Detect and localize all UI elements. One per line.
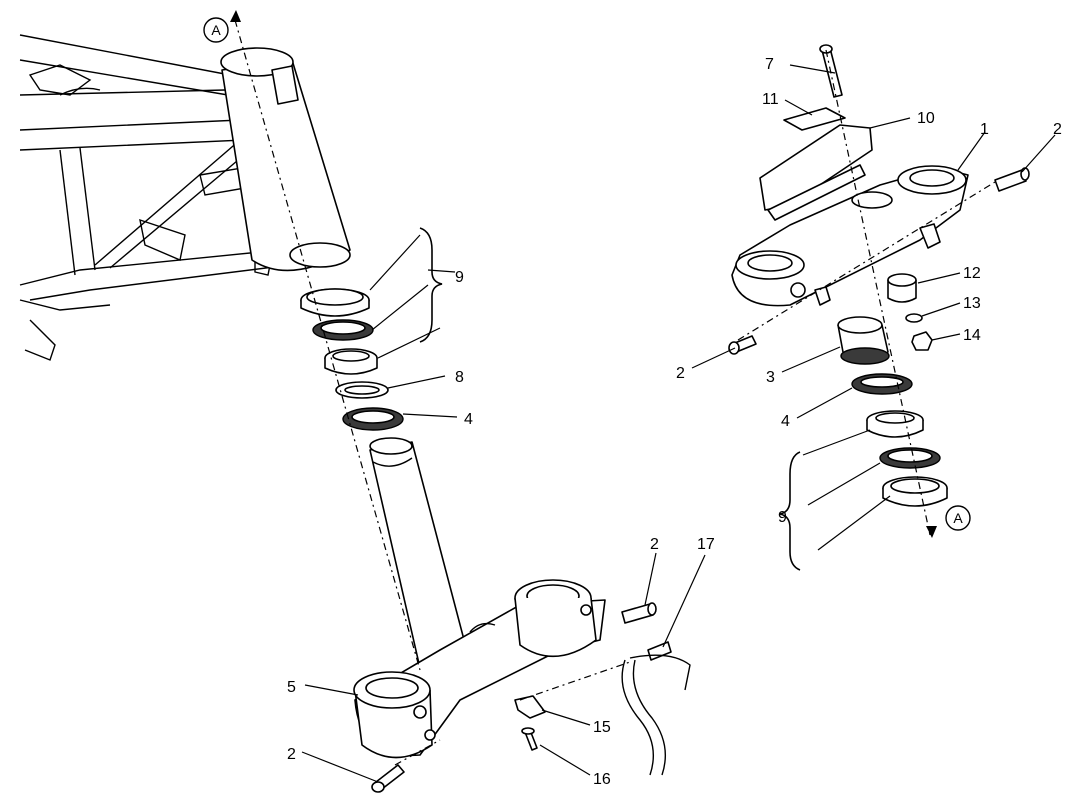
callout-9-left: 9 — [455, 269, 464, 286]
upper-yoke-assembly — [728, 44, 1030, 365]
lower-hardware — [371, 602, 691, 793]
arrow-down-icon — [926, 526, 937, 538]
reference-marker-top: A — [203, 17, 229, 43]
axis-line-left — [234, 19, 421, 671]
lower-yoke-assembly — [353, 437, 606, 759]
left-steering-bearing-stack — [300, 288, 404, 431]
callout-15: 15 — [593, 719, 611, 736]
group-brace-left — [419, 227, 443, 343]
callout-1: 1 — [980, 121, 989, 138]
callout-7: 7 — [765, 56, 774, 73]
reference-marker-bottom: A — [945, 505, 971, 531]
callout-14: 14 — [963, 327, 981, 344]
callout-2-bottom-left: 2 — [287, 746, 296, 763]
callout-9-right: 9 — [778, 509, 787, 526]
arrow-up-icon — [230, 10, 241, 22]
callout-13: 13 — [963, 295, 981, 312]
callout-11: 11 — [762, 91, 779, 108]
callout-5: 5 — [287, 679, 296, 696]
frame-assembly — [19, 34, 351, 361]
callout-8: 8 — [455, 369, 464, 386]
axis-line-right — [825, 49, 931, 536]
callout-labels: 9 8 4 7 11 10 1 2 2 12 13 14 3 4 9 2 17 … — [287, 56, 1062, 788]
leader-lines — [301, 64, 1056, 783]
right-steering-bearing-stack — [851, 373, 948, 507]
callout-4-right: 4 — [781, 413, 790, 430]
callout-17: 17 — [697, 536, 715, 553]
callout-10: 10 — [917, 110, 935, 127]
callout-16: 16 — [593, 771, 611, 788]
group-brace-right — [779, 451, 801, 571]
callout-2-mid-right: 2 — [676, 365, 685, 382]
callout-4-left: 4 — [464, 411, 473, 428]
reference-label-bottom: A — [953, 510, 963, 526]
callout-12: 12 — [963, 265, 981, 282]
reference-label-top: A — [211, 22, 221, 38]
callout-2-top-right: 2 — [1053, 121, 1062, 138]
callout-3: 3 — [766, 369, 775, 386]
callout-2-bottom-right: 2 — [650, 536, 659, 553]
